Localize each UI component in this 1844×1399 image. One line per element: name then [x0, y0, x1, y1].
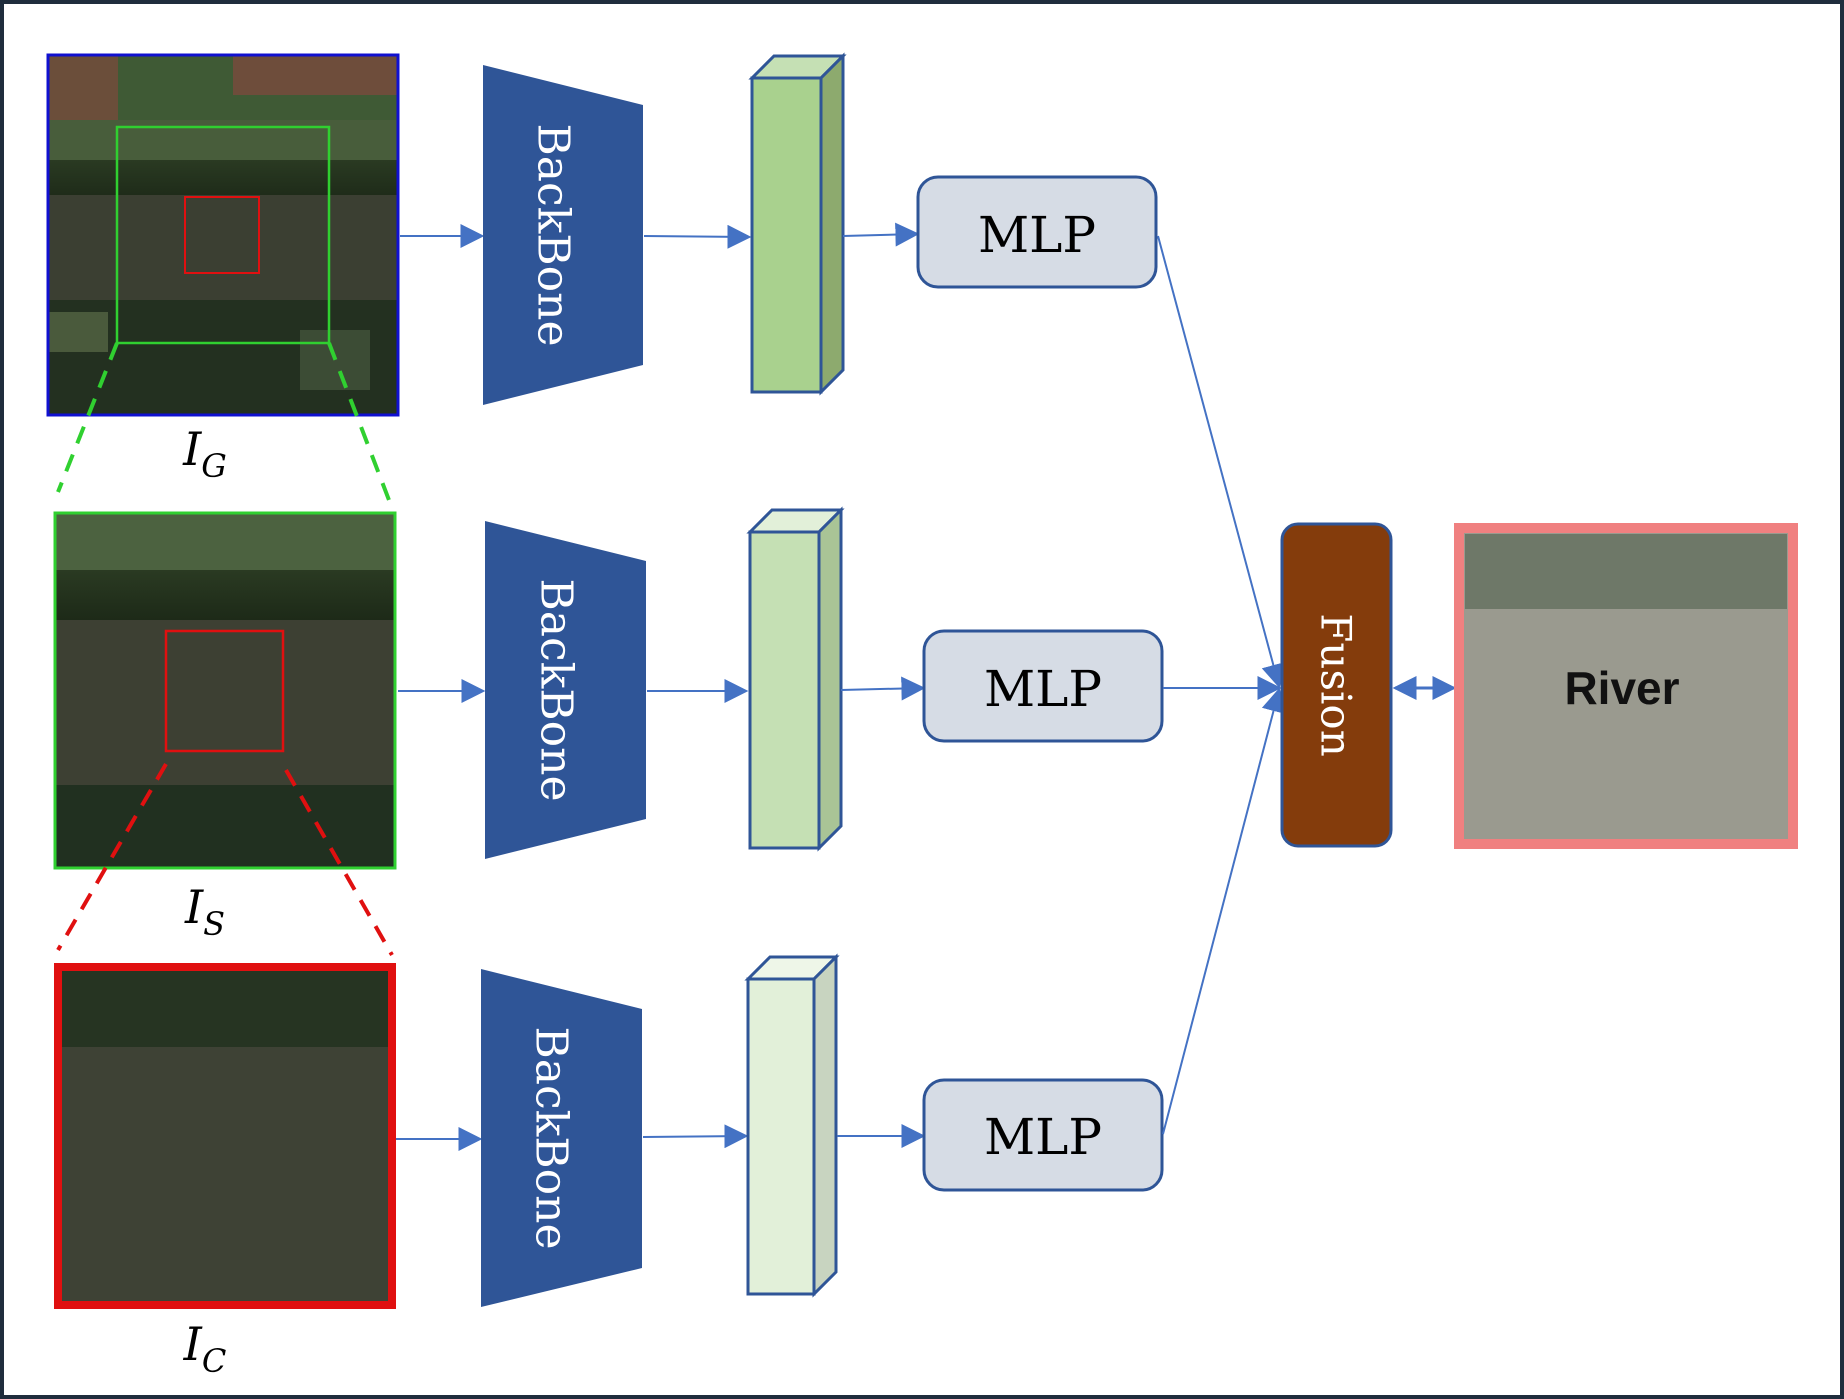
arrow-backbone-to-feature-3: [642, 1124, 749, 1149]
feature-vector-1: [748, 52, 847, 396]
mlp-2: [922, 629, 1164, 743]
backbone-3-label: BackBone: [526, 1026, 577, 1249]
feature-vector-2: [746, 506, 845, 852]
global-image: [46, 53, 400, 417]
mlp-3-label: MLP: [984, 1108, 1102, 1166]
fusion-block: [1280, 522, 1393, 848]
backbone-2-label: BackBone: [531, 578, 582, 801]
scene-image: [53, 511, 397, 870]
mlp-1-label: MLP: [978, 206, 1096, 264]
global-to-scene-connector-left: [56, 342, 119, 493]
arrow-mlp3-to-fusion: [1162, 687, 1286, 1135]
fusion-label: Fusion: [1312, 613, 1361, 757]
scene-to-center-connector-right: [284, 769, 394, 956]
output-label: River: [1564, 662, 1679, 714]
center-image-label: IC: [183, 1317, 227, 1380]
mlp-1: [916, 175, 1158, 289]
center-image: [54, 963, 396, 1309]
global-image-label: IG: [182, 422, 227, 485]
scene-to-center-connector-left: [56, 762, 168, 952]
backbone-1-label: BackBone: [528, 123, 579, 346]
mlp-3: [922, 1078, 1164, 1192]
feature-vector-3: [744, 953, 840, 1298]
output-image: [1454, 523, 1798, 849]
scene-image-label: IS: [184, 880, 225, 943]
backbone-2: [485, 521, 646, 859]
arrow-feature-to-mlp-2: [840, 676, 926, 701]
arrow-feature-to-mlp-1: [842, 222, 920, 247]
backbone-3: [481, 969, 642, 1307]
mlp-2-label: MLP: [984, 660, 1102, 718]
backbone-1: [483, 65, 643, 405]
arrow-backbone-to-feature-1: [643, 224, 752, 249]
arrow-mlp1-to-fusion: [1157, 235, 1285, 689]
